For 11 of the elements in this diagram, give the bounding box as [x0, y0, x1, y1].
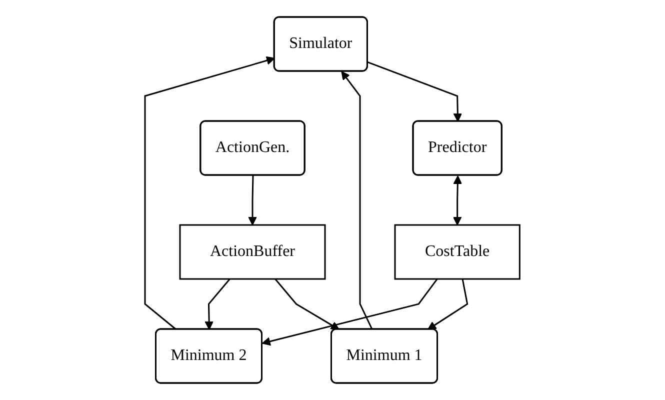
arrow: [144, 56, 276, 330]
arrow: [248, 175, 258, 226]
node-box: ActionBuffer: [179, 224, 326, 280]
arrow: [341, 71, 374, 330]
arrow: [368, 62, 462, 122]
arrow: [274, 278, 340, 330]
node-box: CostTable: [394, 224, 521, 280]
arrow: [204, 278, 231, 330]
arrow: [428, 278, 468, 330]
arrow: [262, 278, 438, 346]
arrow: [453, 176, 462, 226]
